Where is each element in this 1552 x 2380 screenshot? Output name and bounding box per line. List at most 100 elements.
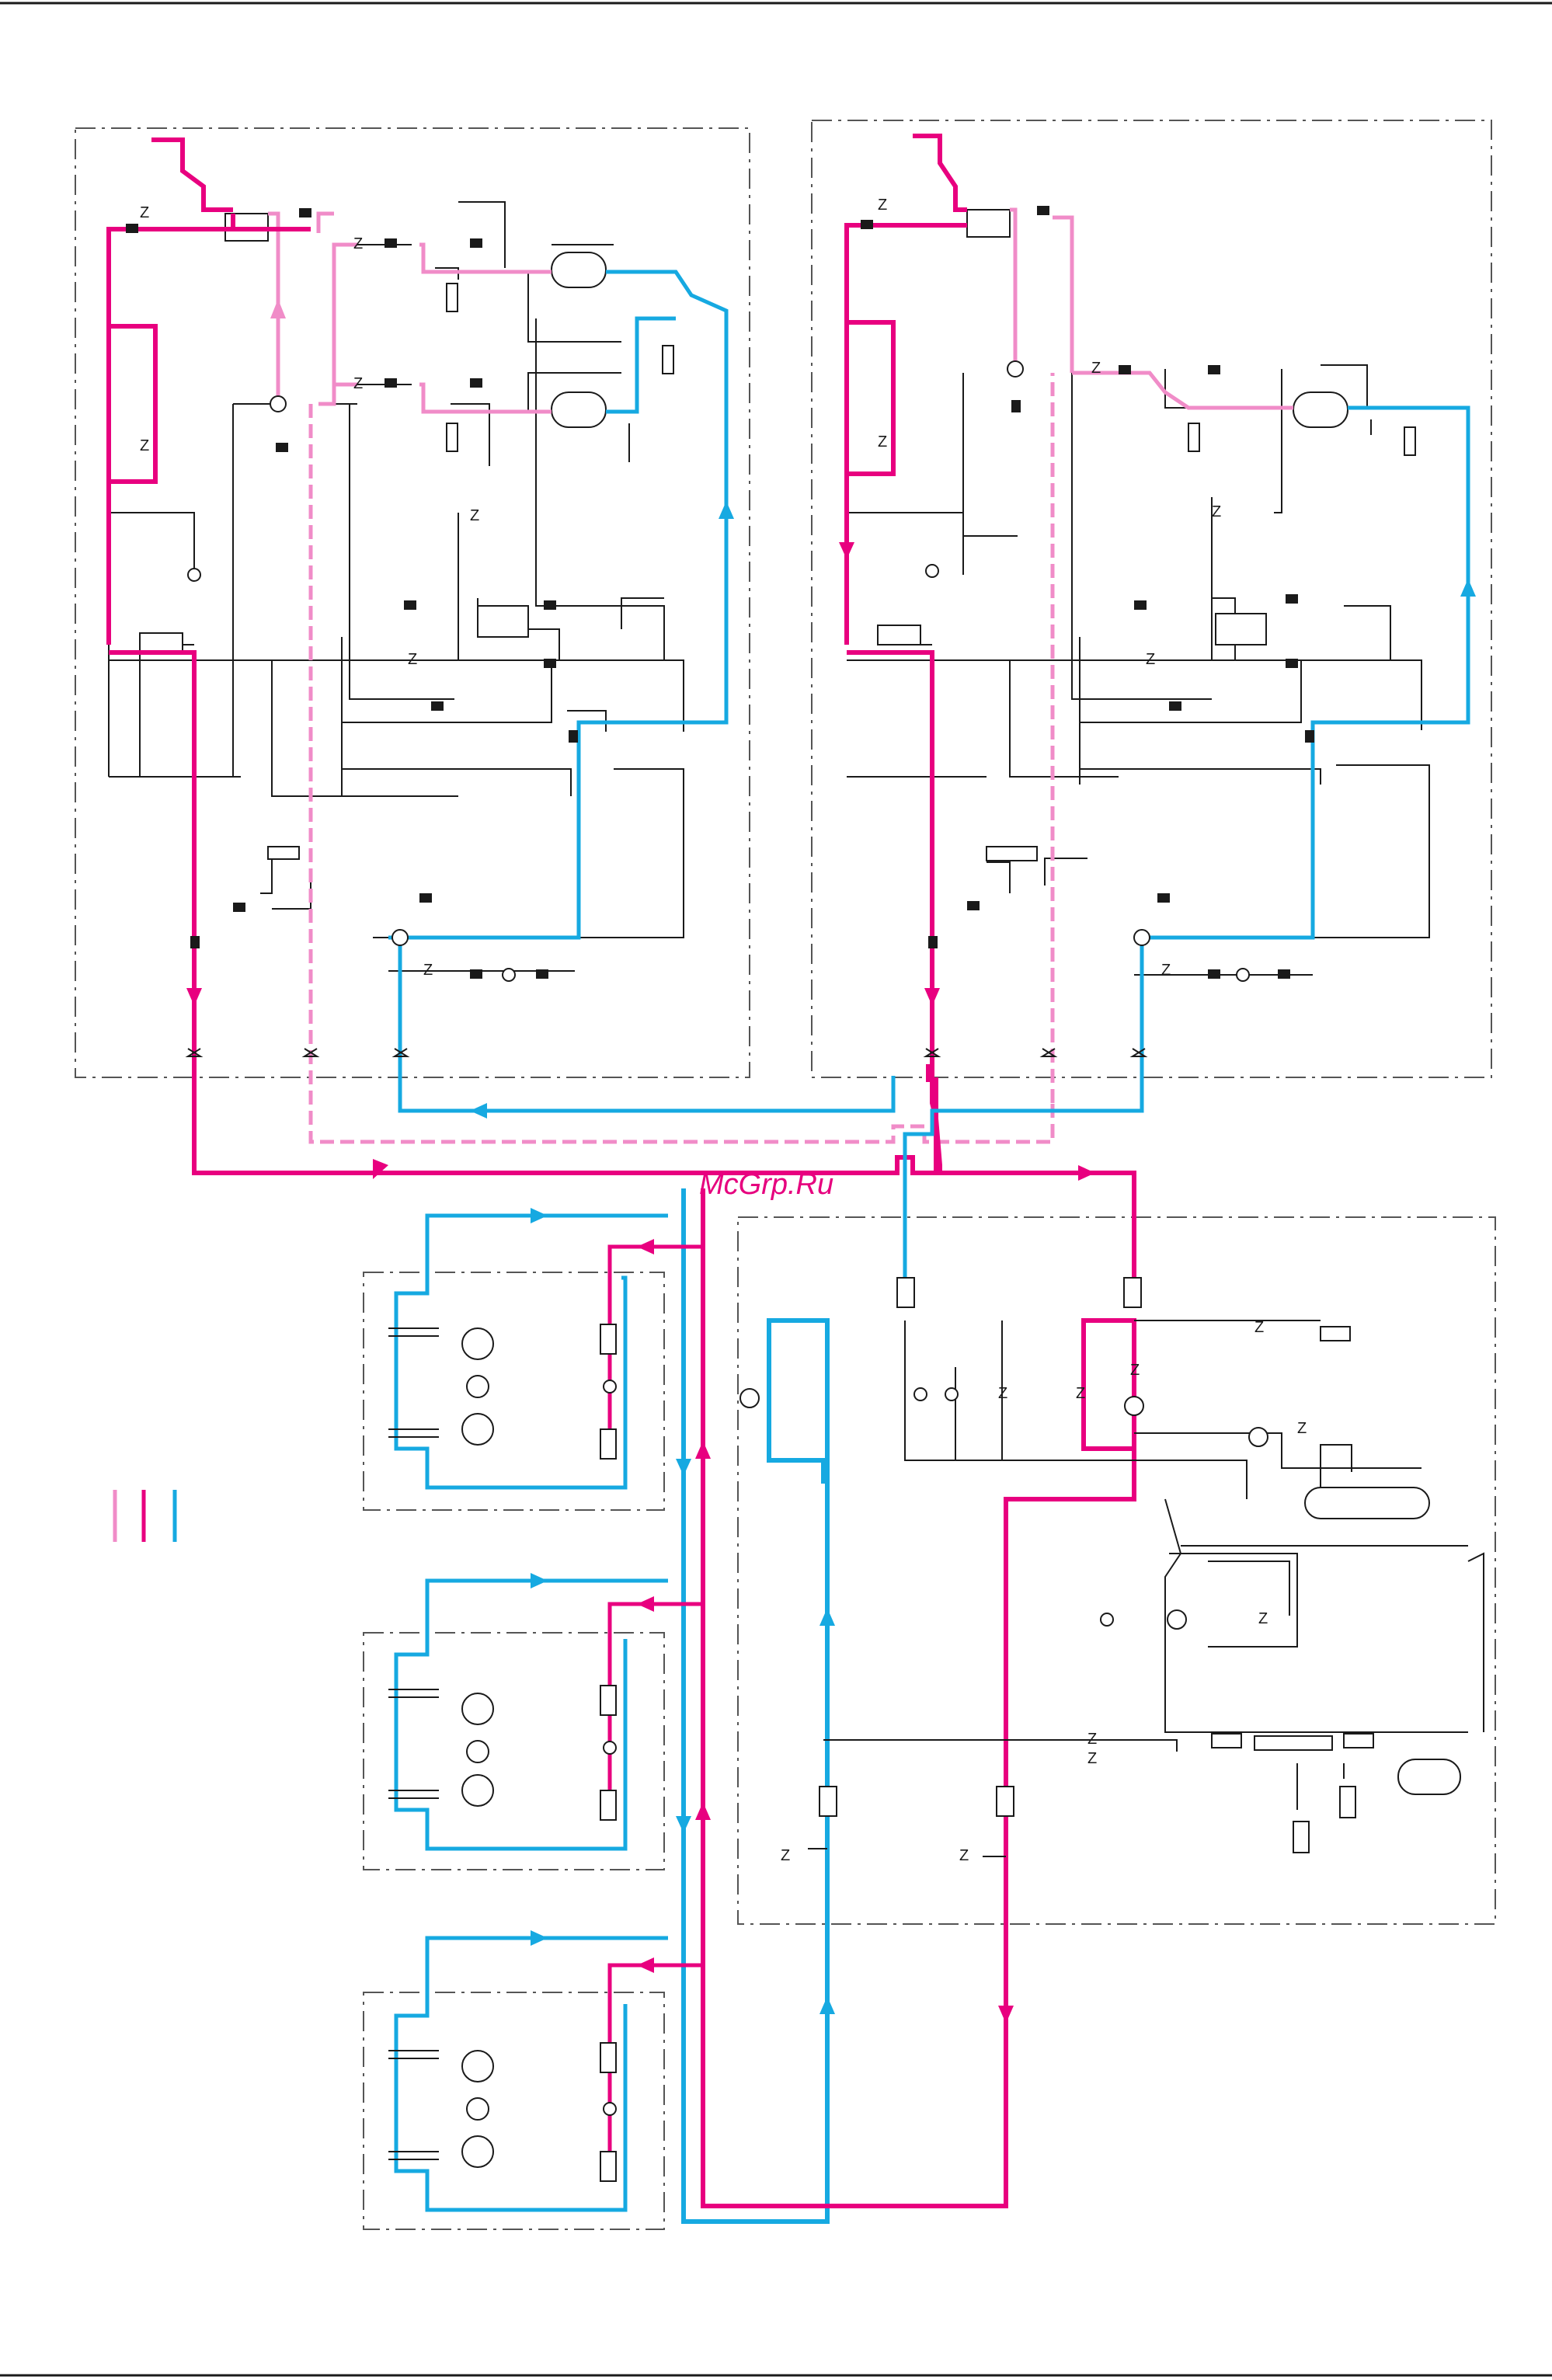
solenoid (233, 903, 245, 912)
compressor-1a (447, 284, 458, 311)
check-valve: Z (1254, 1319, 1264, 1336)
solenoid (967, 901, 980, 910)
filter (600, 1686, 616, 1715)
solenoid (1286, 594, 1298, 604)
four-way-valve (1134, 930, 1150, 945)
solenoid (404, 600, 416, 610)
solenoid (1119, 365, 1131, 374)
expansion-valve (1237, 969, 1249, 981)
solenoid (1134, 600, 1147, 610)
arrow-up-pink (270, 299, 286, 318)
check-valve: Z (878, 433, 887, 451)
solenoid (276, 443, 288, 452)
flow-arrows (186, 299, 1476, 2023)
check-valve: Z (1087, 1731, 1097, 1748)
bs-box-piping (808, 1320, 1484, 1856)
filter (600, 1790, 616, 1820)
solenoid (928, 936, 938, 948)
sight-glass (1167, 1610, 1186, 1629)
accumulator-2 (1293, 392, 1348, 427)
sight-glass (1125, 1397, 1143, 1415)
expansion-valve (604, 1380, 616, 1393)
arrow-riser-d1 (695, 1441, 711, 1459)
arrow-discharge-2 (1078, 1165, 1095, 1181)
check-valve: Z (1146, 651, 1155, 668)
check-valve: Z (1297, 1420, 1307, 1437)
check-valve: Z (470, 507, 479, 524)
solenoid (1208, 969, 1220, 979)
arrow-bs-down (998, 2006, 1014, 2023)
solenoid (470, 969, 482, 979)
expansion-valve (604, 1742, 616, 1754)
filter (1344, 1734, 1373, 1748)
sight-glass (740, 1389, 759, 1407)
check-valve: Z (1076, 1385, 1085, 1402)
outdoor-unit-2-piping (847, 365, 1445, 975)
outdoor-unit-2-discharge (847, 136, 1134, 1289)
heat-exchanger-2 (878, 625, 920, 645)
plate-hx-2 (967, 210, 1010, 237)
check-valve: Z (878, 197, 887, 214)
arrow-down-2 (924, 988, 940, 1006)
accumulator-1a (552, 252, 606, 287)
solenoid (1305, 730, 1314, 743)
indoor-unit-2-frame (364, 1633, 664, 1870)
check-valve: Z (1091, 360, 1101, 377)
solenoid (470, 238, 482, 248)
check-valve-labels: Z Z Z Z Z Z Z Z Z Z Z Z Z Z Z Z Z Z Z Z … (140, 197, 1307, 1864)
filter (600, 1324, 616, 1354)
solenoid (1286, 659, 1298, 668)
solenoid (126, 224, 138, 233)
bs-box-vessels (1254, 1488, 1460, 1853)
outdoor-unit-1-suction (388, 272, 893, 1111)
accumulator-1b (552, 392, 606, 427)
filter (997, 1787, 1014, 1816)
arrow-up-suction-1 (719, 501, 734, 519)
check-valve: Z (781, 1847, 790, 1864)
filter (600, 2043, 616, 2072)
solenoid (385, 378, 397, 388)
indoor-unit-3-frame (364, 1992, 664, 2229)
outdoor-unit-1-liquid (268, 214, 1053, 1142)
check-valve: Z (998, 1385, 1007, 1402)
expansion-valve (188, 569, 200, 581)
check-valve: Z (1212, 503, 1221, 520)
solenoid (419, 893, 432, 903)
check-valve: Z (353, 235, 363, 252)
solenoid (569, 730, 578, 743)
indoor-units (396, 1216, 703, 2210)
solenoid (544, 600, 556, 610)
solenoid (190, 936, 200, 948)
gas-liquid-separator (1305, 1488, 1429, 1519)
four-way-valve (1007, 361, 1023, 377)
arrow-riser-d2 (695, 1802, 711, 1820)
expansion-valve (503, 969, 515, 981)
solenoid (1169, 701, 1181, 711)
solenoid (1011, 400, 1021, 412)
arrow-indoor2-d (637, 1596, 654, 1612)
arrow-indoor2-s (531, 1573, 548, 1588)
solenoid (861, 220, 873, 229)
solenoid (1157, 893, 1170, 903)
filter (600, 2152, 616, 2181)
filter-bs-1 (1340, 1787, 1355, 1818)
filter (1321, 1327, 1350, 1341)
arrow-discharge-1 (373, 1159, 388, 1179)
ctrl-block-1 (478, 606, 528, 637)
arrow-suction-1 (470, 1103, 487, 1119)
receiver-bs (1398, 1759, 1460, 1794)
indoor-unit-1 (396, 1216, 703, 1488)
solenoid (544, 659, 556, 668)
filter (600, 1429, 616, 1459)
oil-separator-2 (1404, 427, 1415, 455)
filter-bs-2 (1293, 1822, 1309, 1853)
expansion-valve (945, 1388, 958, 1401)
arrow-up-suction-2 (1460, 579, 1476, 597)
check-valve: Z (353, 375, 363, 392)
check-valve: Z (959, 1847, 969, 1864)
oil-separator-1 (663, 346, 673, 374)
check-valve: Z (140, 204, 149, 221)
filter (819, 1787, 837, 1816)
trunk-piping (684, 1173, 1134, 2222)
expansion-valve (914, 1388, 927, 1401)
